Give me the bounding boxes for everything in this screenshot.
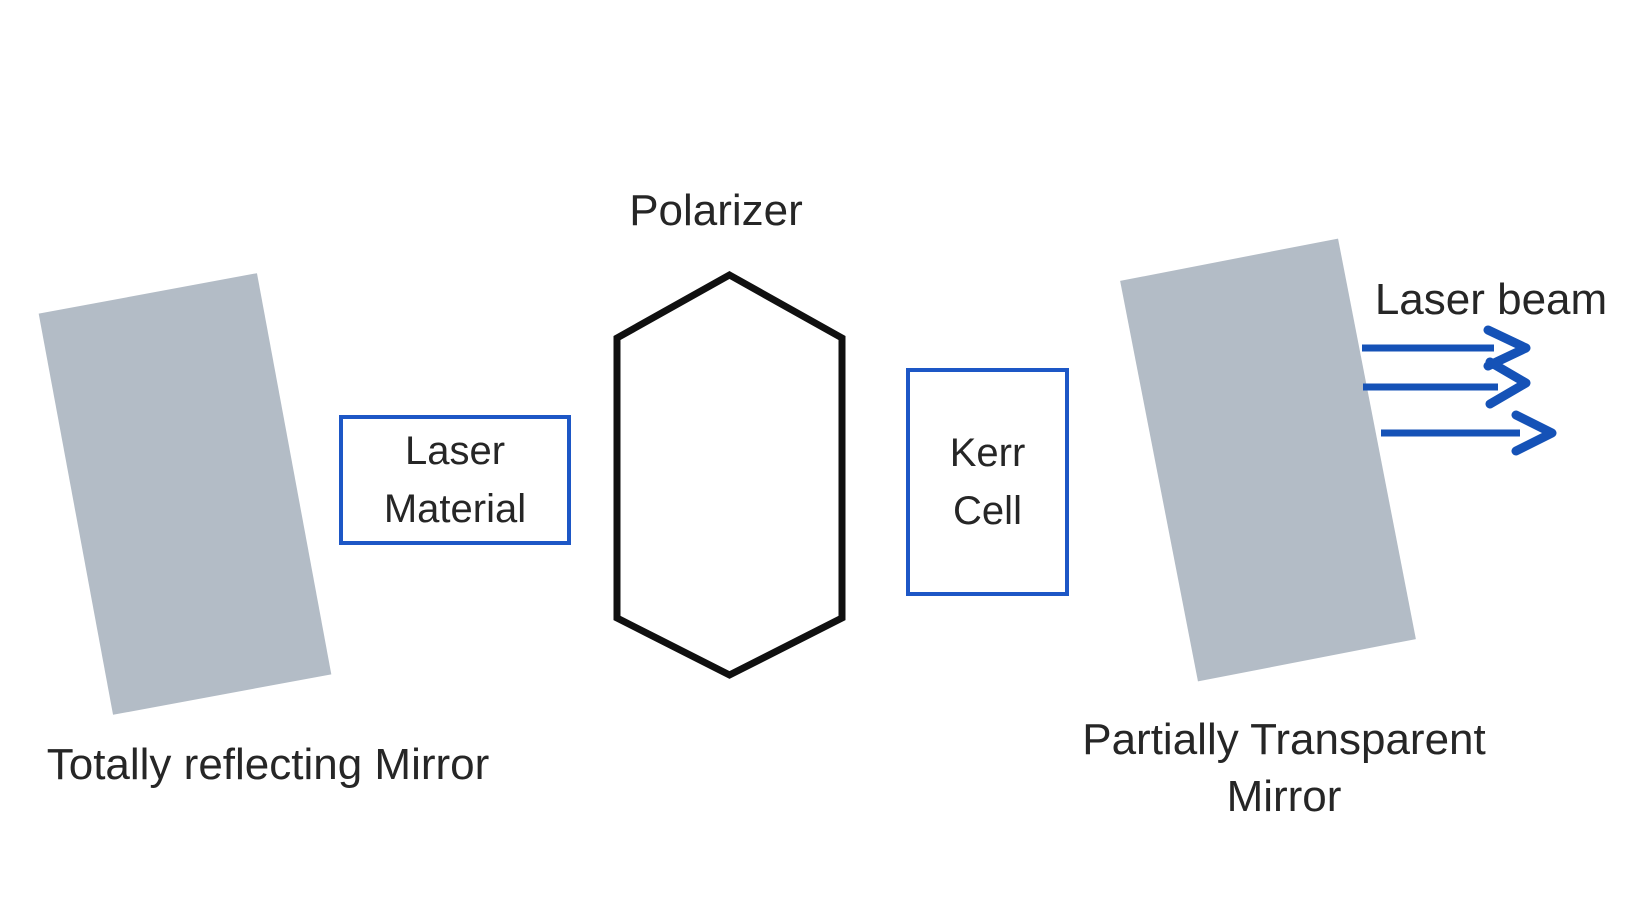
laser-beam-arrows xyxy=(1362,325,1557,456)
laser-material-label-line1: Laser xyxy=(404,429,506,473)
kerr-cell-label-line1: Kerr xyxy=(949,431,1026,475)
laser-material-box: Laser Material xyxy=(339,415,571,545)
partially-transparent-mirror-label: Partially Transparent Mirror xyxy=(1058,711,1510,825)
laser-beam-arrow-head-2 xyxy=(1485,357,1531,409)
partially-transparent-mirror-label-line2: Mirror xyxy=(1226,772,1342,821)
laser-beam-label: Laser beam xyxy=(1374,275,1608,324)
kerr-cell-box: Kerr Cell xyxy=(906,368,1069,596)
kerr-cell-label-line2: Cell xyxy=(953,489,1022,533)
totally-reflecting-mirror-label: Totally reflecting Mirror xyxy=(46,740,490,789)
polarizer-hexagon xyxy=(613,270,846,679)
laser-beam-arrow-head-1 xyxy=(1483,325,1531,371)
partially-transparent-mirror-label-line1: Partially Transparent xyxy=(1082,715,1486,764)
laser-beam-arrow-head-3 xyxy=(1511,410,1557,456)
laser-material-label-line2: Material xyxy=(383,487,527,531)
polarizer-label: Polarizer xyxy=(629,186,803,235)
